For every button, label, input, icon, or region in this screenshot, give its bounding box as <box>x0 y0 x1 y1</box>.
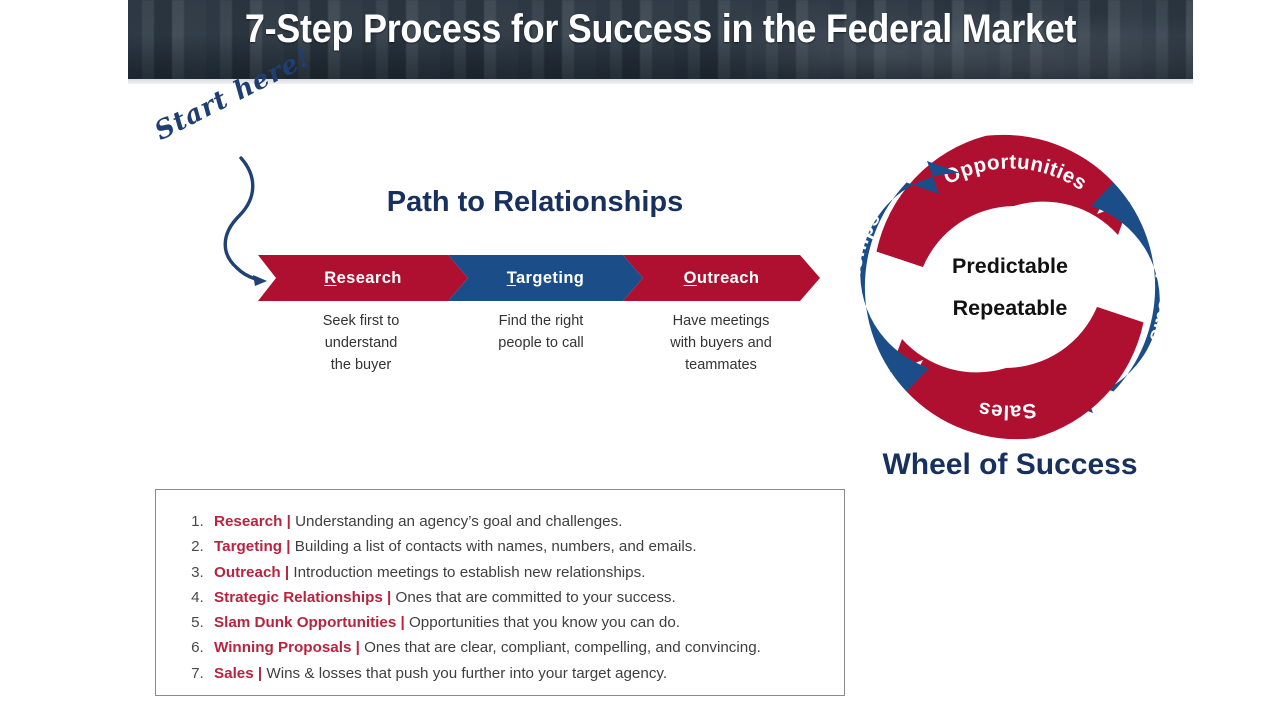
list-item-keyword: Winning Proposals <box>214 639 356 657</box>
caption-line: Find the right <box>498 313 584 329</box>
chevron-captions: Seek first to understand the buyer Find th… <box>258 310 838 390</box>
caption-line: Seek first to <box>322 313 400 329</box>
list-item-separator: | <box>286 513 296 530</box>
list-item-separator: | <box>286 538 295 556</box>
caption-line: teammates <box>685 357 757 373</box>
list-item-keyword: Slam Dunk Opportunities <box>214 614 401 632</box>
list-item-separator: | <box>257 664 267 682</box>
wheel-segment-sales[interactable] <box>890 307 1144 440</box>
list-item-description: Introduction meetings to establish new r… <box>293 563 646 581</box>
chevron-initial-1: R <box>324 268 337 287</box>
curved-arrow-icon <box>223 156 267 286</box>
banner-underline <box>128 79 1193 84</box>
chevron-label-1: Research <box>324 269 402 288</box>
caption-line: the buyer <box>330 357 392 373</box>
list-item-separator: | <box>387 588 396 606</box>
chevron-rest-3: utreach <box>696 268 760 287</box>
caption-research: Seek first to understand the buyer <box>276 310 446 376</box>
list-item-description: Ones that are committed to your success. <box>395 588 676 606</box>
caption-targeting: Find the right people to call <box>456 310 626 354</box>
wheel-center-text: Predictable Repeatable <box>905 245 1115 329</box>
chevron-step-research[interactable]: Research <box>258 255 468 301</box>
list-item-separator: | <box>400 614 409 632</box>
caption-outreach: Have meetings with buyers and teammates <box>636 310 806 376</box>
chevron-label-3: Outreach <box>684 269 760 288</box>
chevron-initial-3: O <box>683 268 697 287</box>
chevron-shape-3 <box>623 255 820 301</box>
list-item: Outreach | Introduction meetings to esta… <box>208 561 844 586</box>
chevron-initial-2: T <box>506 268 516 287</box>
path-diagram-title: Path to Relationships <box>386 186 684 218</box>
chevron-rest-2: argeting <box>515 268 585 287</box>
list-item: Slam Dunk Opportunities | Opportunities … <box>208 611 844 636</box>
list-item: Sales | Wins & losses that push you furt… <box>208 662 844 687</box>
list-item-keyword: Strategic Relationships <box>214 588 388 606</box>
list-item-separator: | <box>355 639 365 657</box>
wheel-label-sales: Sales <box>976 397 1038 424</box>
wheel-center-line-2: Repeatable <box>952 296 1068 320</box>
list-item-separator: | <box>284 563 294 581</box>
caption-line: people to call <box>498 335 584 351</box>
caption-line: Have meetings <box>672 313 770 329</box>
list-item-keyword: Outreach <box>214 563 285 581</box>
chevron-rest-1: esearch <box>336 268 402 287</box>
chevron-shape-2 <box>448 255 643 301</box>
page-title: 7-Step Process for Success in the Federa… <box>244 7 1077 51</box>
wheel-svg: Opportunities Proposals Sales Re <box>842 134 1178 440</box>
chevron-label-2: Targeting <box>507 269 585 288</box>
chevron-step-outreach[interactable]: Outreach <box>623 255 820 301</box>
caption-line: understand <box>324 335 398 351</box>
list-item-description: Building a list of contacts with names, … <box>294 538 697 556</box>
list-item: Winning Proposals | Ones that are clear,… <box>208 636 844 661</box>
chevron-shape-1 <box>258 255 468 301</box>
header-banner: 7-Step Process for Success in the Federa… <box>128 0 1193 79</box>
caption-line: with buyers and <box>670 335 772 351</box>
wheel-of-success-diagram: Opportunities Proposals Sales Re <box>842 122 1178 452</box>
wheel-center-line-1: Predictable <box>952 254 1068 278</box>
seven-steps-list: Research | Understanding an agency’s goa… <box>156 490 844 687</box>
list-item-description: Ones that are clear, compliant, compelli… <box>364 639 761 657</box>
wheel-caption: Wheel of Success <box>882 448 1138 481</box>
chevron-step-targeting[interactable]: Targeting <box>448 255 643 301</box>
list-item-keyword: Sales <box>214 664 258 682</box>
banner-overlay <box>128 0 1193 79</box>
seven-steps-box: Research | Understanding an agency’s goa… <box>155 489 845 696</box>
list-item-keyword: Targeting <box>214 538 287 556</box>
list-item-description: Opportunities that you know you can do. <box>408 614 680 632</box>
list-item: Research | Understanding an agency’s goa… <box>208 510 844 535</box>
list-item-description: Wins & losses that push you further into… <box>266 664 668 682</box>
list-item: Targeting | Building a list of contacts … <box>208 535 844 560</box>
list-item-description: Understanding an agency’s goal and chall… <box>295 513 623 530</box>
list-item-keyword: Research <box>214 513 287 530</box>
list-item: Strategic Relationships | Ones that are … <box>208 586 844 611</box>
process-chevron-row: Research Targeting Outreach <box>258 255 820 301</box>
